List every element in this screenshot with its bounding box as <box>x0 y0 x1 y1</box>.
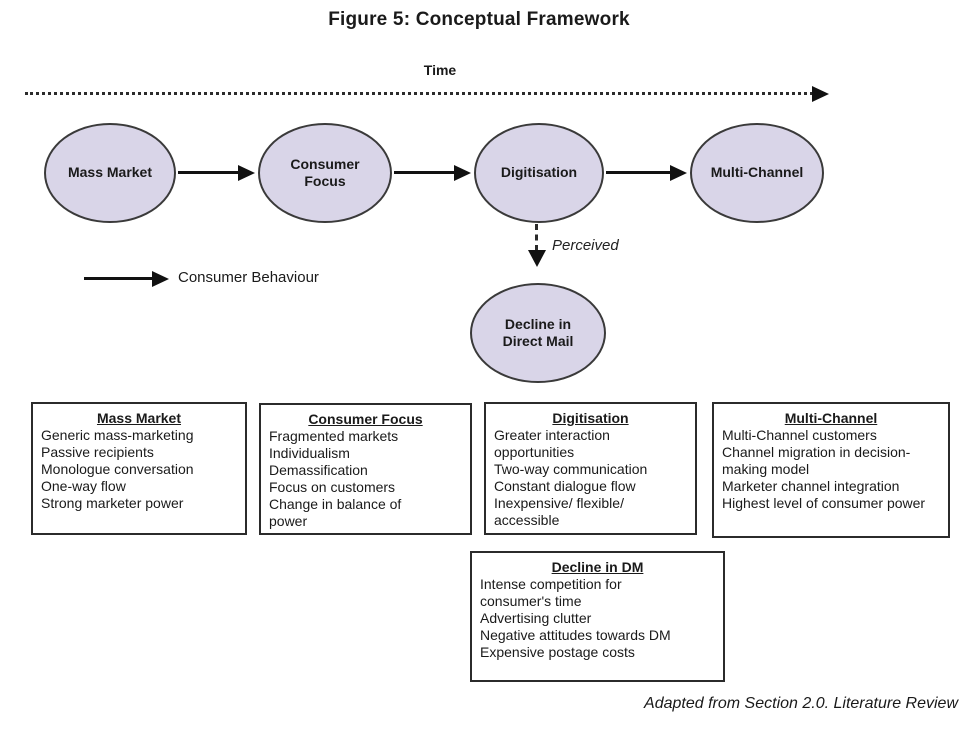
perceived-dashed-line <box>535 224 538 251</box>
detail-box-title: Mass Market <box>96 410 182 426</box>
list-item: Generic mass-marketing <box>41 427 194 443</box>
list-item: Marketer channel integration <box>722 478 900 494</box>
list-item: Expensive postage costs <box>480 644 635 660</box>
detail-box-title: Consumer Focus <box>308 411 423 427</box>
list-item: Channel migration in decision-making mod… <box>722 444 911 477</box>
detail-box-items: Greater interaction opportunities Two-wa… <box>494 427 687 529</box>
node-label: Consumer Focus <box>290 155 360 190</box>
detail-box-digitisation: Digitisation Greater interaction opportu… <box>484 402 697 535</box>
detail-box-consumer-focus: Consumer Focus Fragmented markets Indivi… <box>259 403 472 535</box>
detail-box-items: Multi-Channel customers Channel migratio… <box>722 427 928 512</box>
node-decline-in-direct-mail: Decline in Direct Mail <box>470 283 606 383</box>
node-mass-market: Mass Market <box>44 123 176 223</box>
list-item: Multi-Channel customers <box>722 427 877 443</box>
list-item: Passive recipients <box>41 444 154 460</box>
node-multi-channel: Multi-Channel <box>690 123 824 223</box>
legend-arrowhead-icon <box>152 271 169 287</box>
node-digitisation: Digitisation <box>474 123 604 223</box>
time-axis-dotted-line <box>25 92 813 95</box>
detail-box-items: Intense competition for consumer's time … <box>480 576 684 661</box>
detail-box-title: Decline in DM <box>551 559 644 575</box>
legend-label: Consumer Behaviour <box>178 269 319 286</box>
list-item: Monologue conversation <box>41 461 194 477</box>
flow-arrow-line <box>606 171 670 174</box>
detail-box-title: Digitisation <box>552 410 629 426</box>
flow-arrowhead-icon <box>238 165 255 181</box>
list-item: Demassification <box>269 462 368 478</box>
perceived-label: Perceived <box>552 237 619 254</box>
list-item: Inexpensive/ flexible/ accessible <box>494 495 624 528</box>
list-item: Constant dialogue flow <box>494 478 636 494</box>
detail-box-decline-in-dm: Decline in DM Intense competition for co… <box>470 551 725 682</box>
figure-title: Figure 5: Conceptual Framework <box>328 9 630 30</box>
list-item: Focus on customers <box>269 479 396 495</box>
figure-caption: Adapted from Section 2.0. Literature Rev… <box>644 695 958 712</box>
detail-box-items: Generic mass-marketing Passive recipient… <box>41 427 237 512</box>
time-axis-arrowhead-icon <box>812 86 829 102</box>
detail-box-title: Multi-Channel <box>784 410 878 426</box>
node-consumer-focus: Consumer Focus <box>258 123 392 223</box>
detail-box-mass-market: Mass Market Generic mass-marketing Passi… <box>31 402 247 535</box>
list-item: Strong marketer power <box>41 495 184 511</box>
list-item: Highest level of consumer power <box>722 495 926 511</box>
flow-arrow-line <box>394 171 454 174</box>
perceived-arrowhead-icon <box>528 250 546 267</box>
detail-box-items: Fragmented markets Individualism Demassi… <box>269 428 441 530</box>
flow-arrow-line <box>178 171 238 174</box>
legend-arrow-line <box>84 277 152 280</box>
list-item: Negative attitudes towards DM <box>480 627 671 643</box>
flow-arrowhead-icon <box>454 165 471 181</box>
time-axis-label: Time <box>423 62 457 78</box>
list-item: Two-way communication <box>494 461 648 477</box>
list-item: Advertising clutter <box>480 610 592 626</box>
list-item: Greater interaction opportunities <box>494 427 610 460</box>
flow-arrowhead-icon <box>670 165 687 181</box>
node-label: Digitisation <box>500 164 578 181</box>
list-item: Intense competition for consumer's time <box>480 576 622 609</box>
node-label: Decline in Direct Mail <box>502 315 574 350</box>
node-label: Multi-Channel <box>710 164 804 181</box>
list-item: One-way flow <box>41 478 126 494</box>
node-label: Mass Market <box>67 164 153 181</box>
list-item: Fragmented markets <box>269 428 399 444</box>
list-item: Individualism <box>269 445 350 461</box>
detail-box-multi-channel: Multi-Channel Multi-Channel customers Ch… <box>712 402 950 538</box>
list-item: Change in balance of power <box>269 496 402 529</box>
